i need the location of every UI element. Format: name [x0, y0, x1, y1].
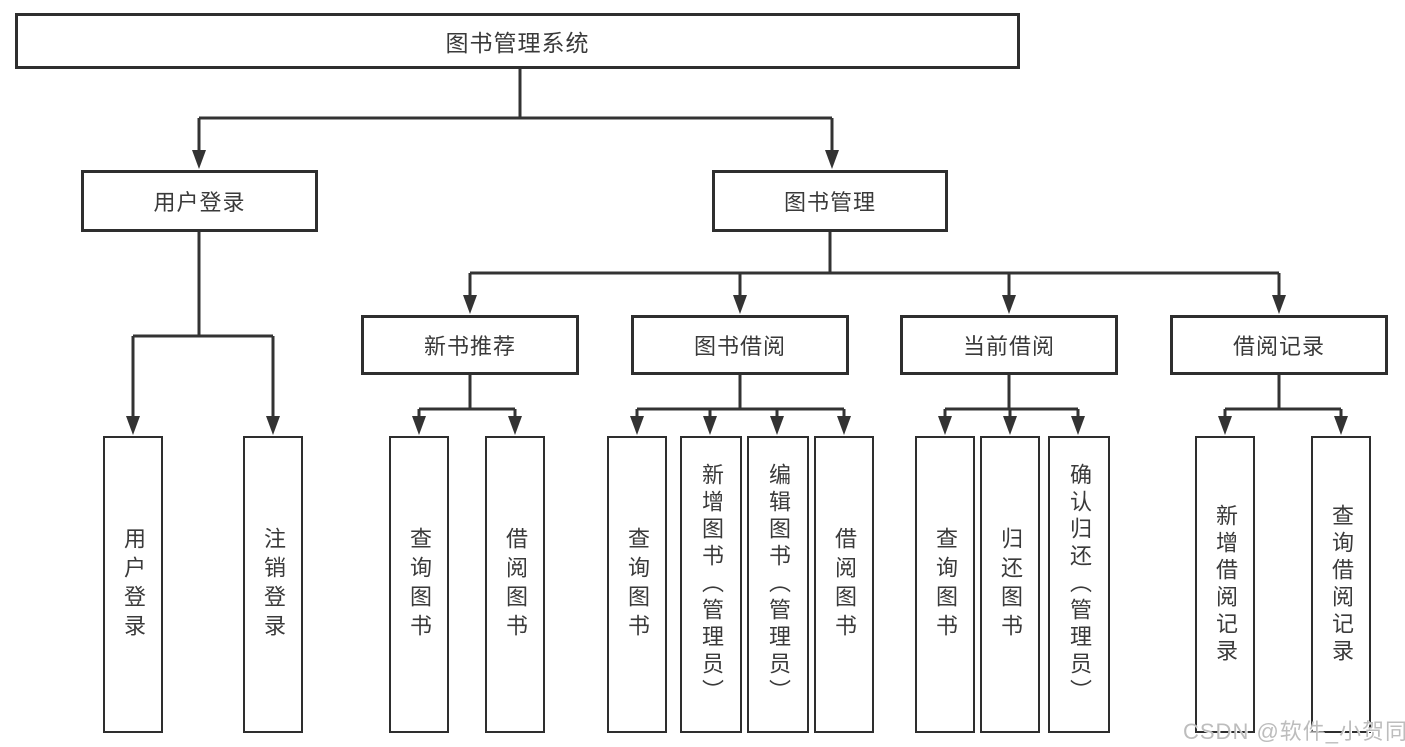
node-book-borrowing: 图书借阅: [631, 315, 849, 375]
node-return-books: 归还图书: [980, 436, 1040, 733]
node-edit-books-admin: 编辑图书（管理员）: [747, 436, 809, 733]
node-add-borrow-record: 新增借阅记录: [1195, 436, 1255, 733]
node-logout: 注销登录: [243, 436, 303, 733]
node-confirm-return-admin: 确认归还（管理员）: [1048, 436, 1110, 733]
node-borrow-books-1: 借阅图书: [485, 436, 545, 733]
node-current-borrowing: 当前借阅: [900, 315, 1118, 375]
node-add-books-admin: 新增图书（管理员）: [680, 436, 742, 733]
arrowheads: [126, 150, 1348, 435]
node-borrow-records: 借阅记录: [1170, 315, 1388, 375]
node-query-books-1: 查询图书: [389, 436, 449, 733]
node-query-books-3: 查询图书: [915, 436, 975, 733]
csdn-watermark: CSDN @软件_小贺同学: [1183, 719, 1405, 744]
node-book-management-system: 图书管理系统: [15, 13, 1020, 69]
node-query-books-2: 查询图书: [607, 436, 667, 733]
node-user-login: 用户登录: [81, 170, 318, 232]
node-borrow-books-2: 借阅图书: [814, 436, 874, 733]
node-new-book-recommend: 新书推荐: [361, 315, 579, 375]
node-book-management: 图书管理: [712, 170, 948, 232]
node-user-login-leaf: 用户登录: [103, 436, 163, 733]
node-query-borrow-record: 查询借阅记录: [1311, 436, 1371, 733]
